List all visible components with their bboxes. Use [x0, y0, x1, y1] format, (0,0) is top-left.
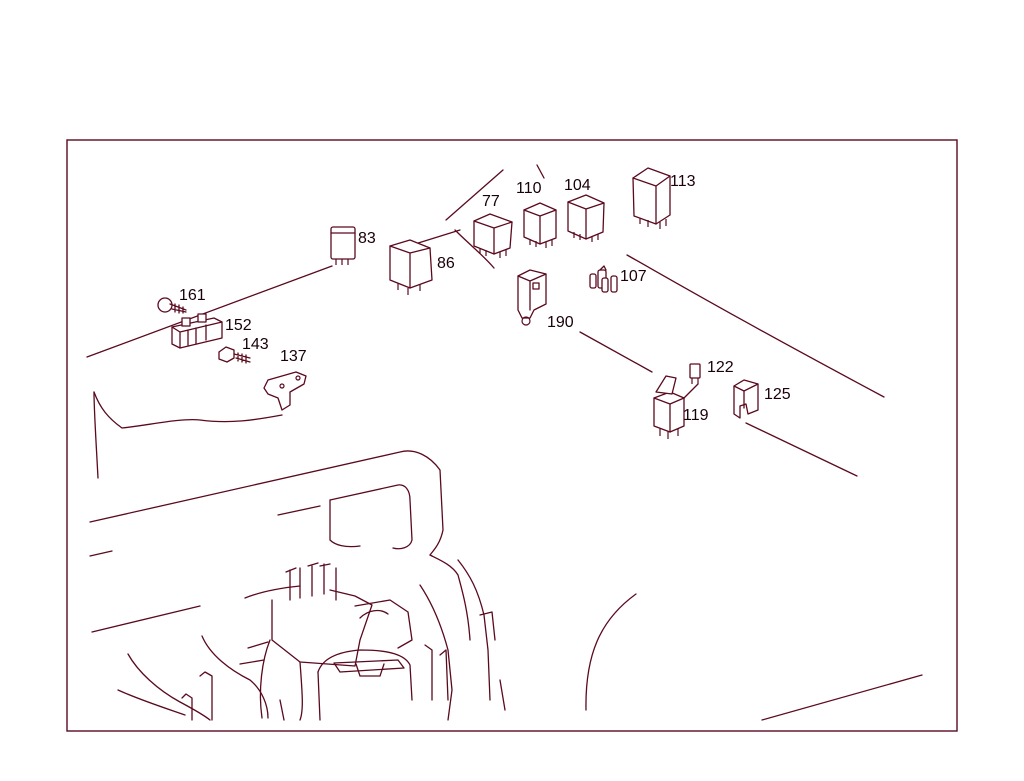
diagram-frame: [66, 139, 958, 732]
relay-119[interactable]: [653, 375, 699, 439]
callout-125: 125: [764, 386, 791, 403]
callout-110: 110: [516, 180, 542, 197]
relay-holder-190[interactable]: [517, 269, 547, 326]
relay-110[interactable]: [523, 202, 557, 248]
relay-83[interactable]: [330, 226, 356, 265]
relay-77[interactable]: [473, 213, 513, 258]
callout-119: 119: [683, 407, 709, 424]
relay-104[interactable]: [567, 194, 605, 242]
callout-labels: 161 152 143 137 83 86 77 110 104 113 107…: [179, 173, 791, 424]
background-outlines: [86, 164, 923, 721]
callout-107: 107: [620, 268, 647, 285]
fuse-122[interactable]: [689, 363, 701, 384]
relay-86[interactable]: [389, 239, 433, 295]
bracket-152[interactable]: [171, 313, 223, 349]
callout-143: 143: [242, 336, 269, 353]
cover-125[interactable]: [733, 379, 759, 419]
callout-190: 190: [547, 314, 574, 331]
engine-block: [89, 450, 506, 721]
callout-77: 77: [482, 193, 500, 210]
callout-137: 137: [280, 348, 307, 365]
callout-104: 104: [564, 177, 591, 194]
bolt-143[interactable]: [218, 346, 251, 364]
callout-161: 161: [179, 287, 206, 304]
fuses-107[interactable]: [589, 265, 618, 293]
screw-161[interactable]: [157, 297, 187, 314]
callout-113: 113: [670, 173, 696, 190]
callout-86: 86: [437, 255, 455, 272]
relay-113[interactable]: [632, 167, 671, 229]
callout-83: 83: [358, 230, 376, 247]
callout-152: 152: [225, 317, 252, 334]
mounting-plate-137[interactable]: [263, 371, 307, 411]
callout-122: 122: [707, 359, 734, 376]
